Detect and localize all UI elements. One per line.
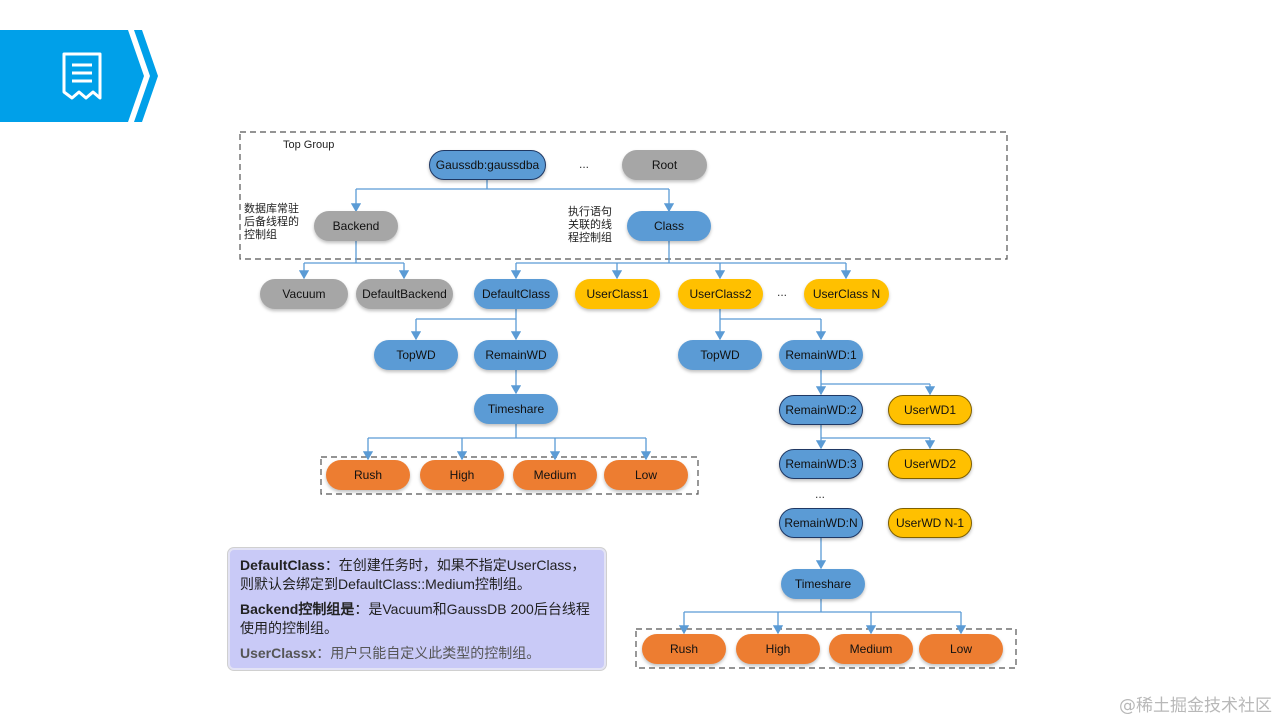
remainwd1-node: RemainWD:1 bbox=[779, 340, 863, 370]
backend-description: 数据库常驻 后备线程的 控制组 bbox=[244, 203, 299, 242]
ellipsis-remainwd: ... bbox=[815, 487, 826, 501]
gaussdb-node: Gaussdb:gaussdba bbox=[429, 150, 546, 180]
top-group-box bbox=[239, 131, 1008, 260]
note-defaultclass: DefaultClass：在创建任务时，如果不指定UserClass，则默认会绑… bbox=[240, 556, 594, 594]
backend-desc-line2: 后备线程的 bbox=[244, 216, 299, 228]
default-backend-node: DefaultBackend bbox=[356, 279, 453, 309]
medium-left-node: Medium bbox=[513, 460, 597, 490]
class-description: 执行语句 关联的线 程控制组 bbox=[568, 206, 612, 245]
note-backend-title: Backend控制组是 bbox=[240, 601, 355, 617]
low-left-node: Low bbox=[604, 460, 688, 490]
top-group-label: Top Group bbox=[283, 139, 335, 151]
backend-desc-line3: 控制组 bbox=[244, 229, 277, 241]
explanation-note: DefaultClass：在创建任务时，如果不指定UserClass，则默认会绑… bbox=[228, 548, 606, 670]
class-desc-line2: 关联的线 bbox=[568, 219, 612, 231]
backend-node: Backend bbox=[314, 211, 398, 241]
document-icon bbox=[60, 50, 104, 102]
class-desc-line3: 程控制组 bbox=[568, 232, 612, 244]
default-class-node: DefaultClass bbox=[474, 279, 558, 309]
backend-desc-line1: 数据库常驻 bbox=[244, 203, 299, 215]
note-backend-text: ：是Vacuum和GaussDB 200后台线程使用的控制组。 bbox=[240, 601, 590, 636]
class-desc-line1: 执行语句 bbox=[568, 206, 612, 218]
right-priority-box bbox=[635, 628, 1017, 669]
rush-left-node: Rush bbox=[326, 460, 410, 490]
remainwd-left-node: RemainWD bbox=[474, 340, 558, 370]
medium-right-node: Medium bbox=[829, 634, 913, 664]
high-left-node: High bbox=[420, 460, 504, 490]
note-defaultclass-title: DefaultClass bbox=[240, 557, 325, 573]
remainwd2-node: RemainWD:2 bbox=[779, 395, 863, 425]
userwdn1-node: UserWD N-1 bbox=[888, 508, 972, 538]
left-priority-box bbox=[320, 456, 699, 495]
timeshare-left-node: Timeshare bbox=[474, 394, 558, 424]
userclassn-node: UserClass N bbox=[804, 279, 889, 309]
remainwd3-node: RemainWD:3 bbox=[779, 449, 863, 479]
vacuum-node: Vacuum bbox=[260, 279, 348, 309]
note-defaultclass-text: ：在创建任务时，如果不指定UserClass，则默认会绑定到DefaultCla… bbox=[240, 557, 586, 592]
header-banner bbox=[0, 30, 160, 122]
high-right-node: High bbox=[736, 634, 820, 664]
userclass1-node: UserClass1 bbox=[575, 279, 660, 309]
low-right-node: Low bbox=[919, 634, 1003, 664]
rush-right-node: Rush bbox=[642, 634, 726, 664]
ellipsis-top: ... bbox=[579, 157, 590, 171]
topwd-right-node: TopWD bbox=[678, 340, 762, 370]
watermark: @稀土掘金技术社区 bbox=[1119, 696, 1272, 716]
userwd1-node: UserWD1 bbox=[888, 395, 972, 425]
note-userclassx-title: UserClassx bbox=[240, 645, 317, 661]
class-node: Class bbox=[627, 211, 711, 241]
note-userclassx-text: ：用户只能自定义此类型的控制组。 bbox=[316, 645, 541, 661]
userclass2-node: UserClass2 bbox=[678, 279, 763, 309]
ellipsis-userclass: ... bbox=[777, 285, 788, 299]
note-backend: Backend控制组是：是Vacuum和GaussDB 200后台线程使用的控制… bbox=[240, 600, 594, 638]
note-userclassx: UserClassx：用户只能自定义此类型的控制组。 bbox=[240, 644, 594, 663]
userwd2-node: UserWD2 bbox=[888, 449, 972, 479]
topwd-left-node: TopWD bbox=[374, 340, 458, 370]
timeshare-right-node: Timeshare bbox=[781, 569, 865, 599]
root-node: Root bbox=[622, 150, 707, 180]
remainwdn-node: RemainWD:N bbox=[779, 508, 863, 538]
